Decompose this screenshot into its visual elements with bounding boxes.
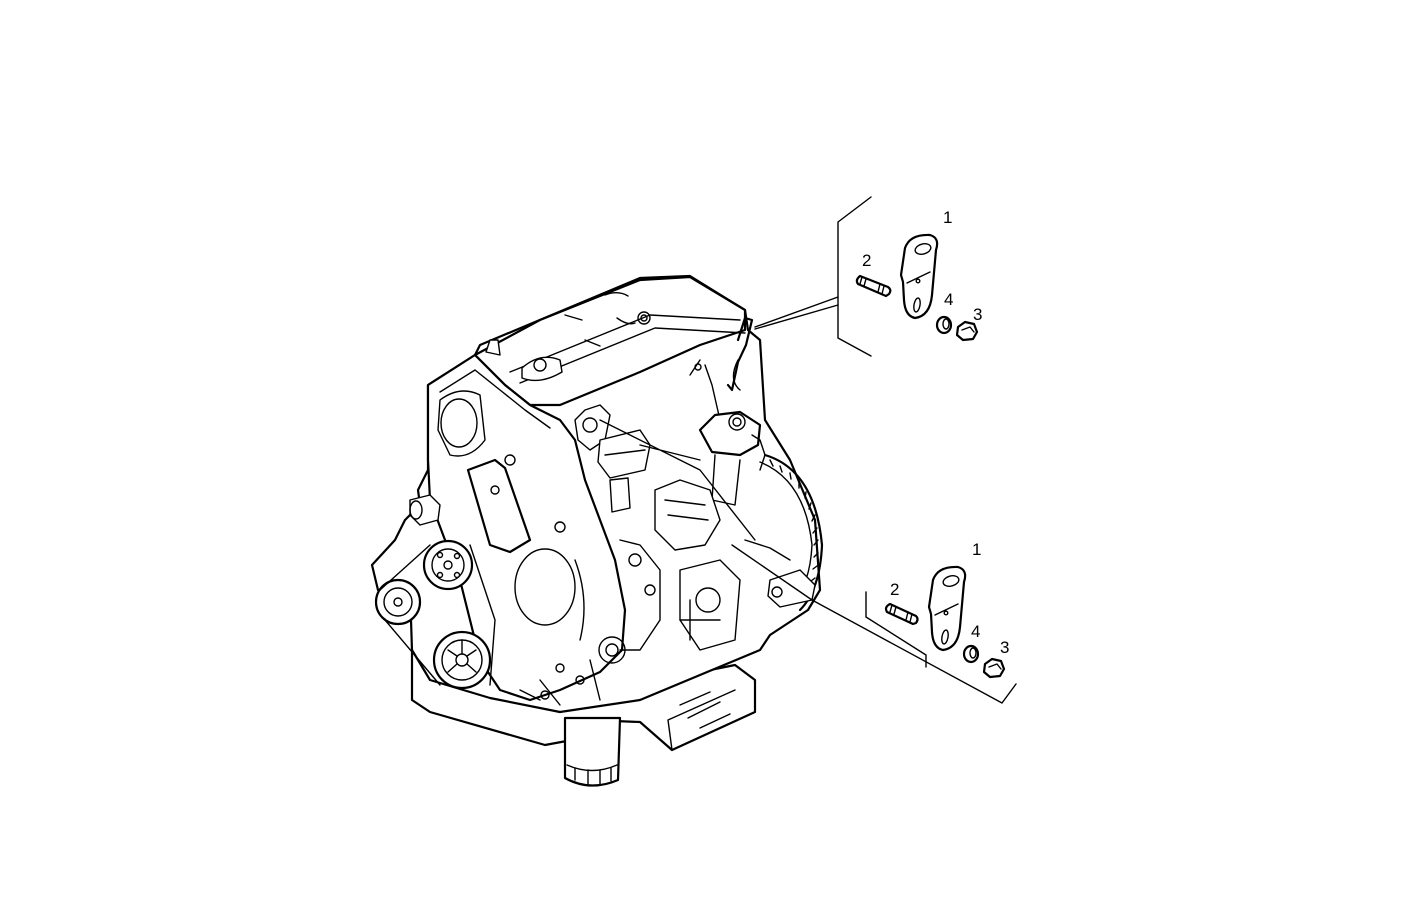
upper-bracket-icon	[899, 233, 939, 320]
upper-nut-icon	[955, 320, 979, 342]
lower-group-bracket	[731, 544, 1017, 704]
upper-callout-1: 1	[943, 208, 953, 227]
lower-callout-3: 3	[1000, 638, 1010, 657]
lower-stud-icon	[884, 602, 919, 626]
lower-washer-icon	[962, 644, 980, 664]
lower-callout-4: 4	[971, 622, 981, 641]
upper-stud-icon	[855, 274, 892, 298]
lower-callout-1: 1	[972, 540, 982, 559]
engine-icon	[370, 274, 824, 787]
upper-callout-4: 4	[944, 290, 954, 309]
upper-washer-icon	[935, 315, 953, 335]
lower-callout-2: 2	[890, 580, 900, 599]
lower-bracket-icon	[927, 565, 967, 652]
upper-group-bracket	[754, 196, 872, 357]
lower-nut-icon	[982, 657, 1006, 679]
upper-callout-2: 2	[862, 251, 872, 270]
upper-callout-3: 3	[973, 305, 983, 324]
